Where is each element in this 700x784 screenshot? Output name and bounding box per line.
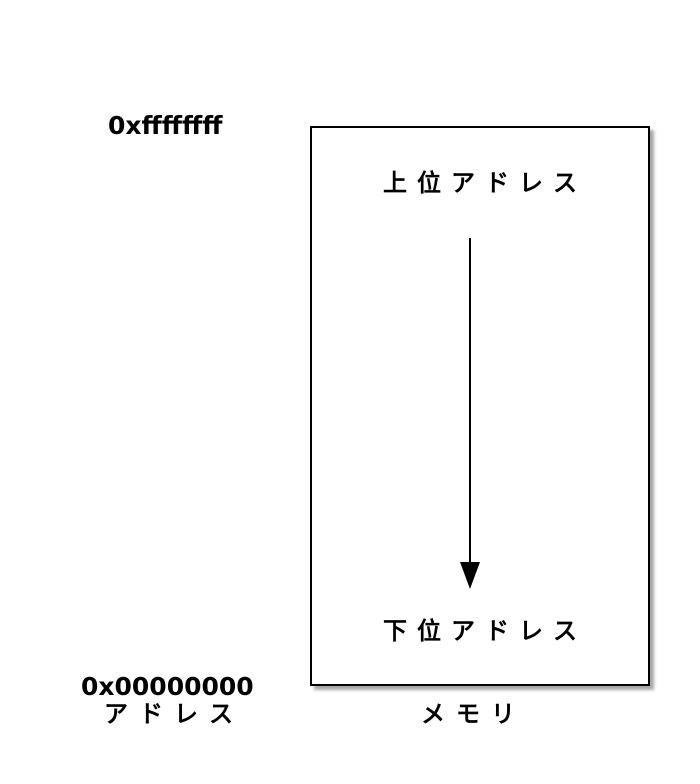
upper-address-label: 上位アドレス <box>383 169 587 197</box>
down-arrow-icon <box>460 238 480 589</box>
address-top-label: 0xffffffff <box>108 111 223 140</box>
lower-address-label: 下位アドレス <box>383 617 587 645</box>
address-axis-label: アドレス <box>104 700 244 728</box>
memory-block: 上位アドレス 下位アドレス <box>310 126 650 686</box>
address-bottom-label: 0x00000000 <box>81 672 254 701</box>
arrow-head <box>460 562 480 589</box>
memory-caption: メモリ <box>421 700 526 728</box>
